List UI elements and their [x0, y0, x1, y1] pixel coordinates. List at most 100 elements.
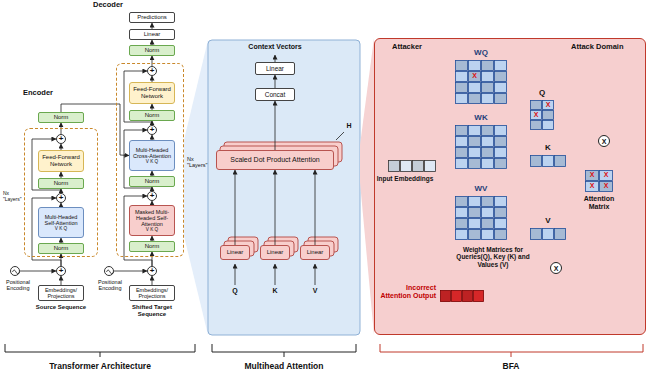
layer-group: + Feed-Forward NetworkNorm + Multi-Headed C… — [116, 63, 184, 257]
matrix-cells — [585, 170, 613, 192]
add-circle: + — [147, 191, 157, 201]
process-box: Linear — [220, 245, 250, 260]
text-label: Context Vectors — [235, 43, 315, 51]
matrix-cell — [469, 61, 481, 71]
matrix-cell — [469, 137, 481, 147]
norm-box: Norm — [129, 45, 175, 56]
connector-arrow — [235, 170, 236, 245]
matrix-cell — [456, 137, 468, 147]
matrix: WK — [455, 125, 507, 169]
matrix-cell — [456, 159, 468, 169]
matrix-cell — [389, 161, 400, 172]
matrix-cell — [531, 111, 542, 120]
node-heading: X — [542, 101, 554, 109]
matrix: V — [530, 228, 566, 240]
norm-box: Norm — [38, 243, 84, 254]
attention-box: Masked Multi-Headed Self-AttentionV K Q — [129, 205, 175, 236]
connector-arrow — [315, 170, 316, 245]
node-label: Masked Multi-Headed Self-Attention — [131, 209, 173, 227]
node-label: Linear — [266, 65, 284, 72]
node-label: X — [554, 265, 559, 272]
matrix-cell — [425, 161, 436, 172]
node-label: Linear — [144, 31, 161, 38]
matrix-cell — [474, 291, 484, 302]
input-arrow — [275, 264, 276, 285]
matrix-cell — [469, 126, 481, 136]
multihead-panel — [208, 40, 360, 335]
matrix-cell — [482, 219, 494, 229]
node-label: Norm — [145, 47, 160, 54]
node-label: Linear — [267, 249, 284, 256]
matrix-cell — [482, 72, 494, 82]
matrix-cell — [495, 208, 507, 218]
node-label: Feed-Forward Network — [131, 86, 173, 99]
node-heading: Positional Encoding — [3, 279, 33, 291]
text-label: Q — [229, 287, 241, 295]
matrix-cell — [469, 72, 481, 82]
matrix-cell — [555, 229, 566, 240]
matrix-cell — [482, 126, 494, 136]
node-label: Multi-Headed Cross-Attention — [131, 147, 173, 159]
add-circle: Positional Encoding — [10, 266, 20, 276]
matrix-cell — [600, 171, 613, 181]
add-circle: Positional Encoding — [104, 266, 114, 276]
matrix-cell — [586, 171, 599, 181]
node-label: Norm — [145, 112, 160, 119]
node-heading: Incorrect Attention Output — [378, 284, 436, 300]
bottom-brackets — [5, 344, 643, 357]
add-circle: + — [147, 266, 157, 276]
text-label: V — [309, 287, 321, 295]
node-heading: V — [530, 217, 566, 226]
node-heading: WV — [455, 185, 507, 194]
matrix-cell — [482, 197, 494, 207]
matrix-cells — [455, 125, 507, 169]
zoom-funnel — [184, 40, 208, 335]
matrix-cell — [482, 94, 494, 104]
input-arrow — [315, 264, 316, 285]
matrix-cell — [495, 83, 507, 93]
connector-arrow — [114, 271, 147, 272]
matrix-cell — [495, 94, 507, 104]
matrix-cell — [543, 156, 554, 167]
matrix-cell — [482, 83, 494, 93]
node-label: + — [150, 192, 155, 200]
node-label: Multi-Headed Self-Attention — [40, 214, 82, 226]
output-arrow — [275, 55, 276, 62]
node-label: Predictions — [137, 14, 167, 21]
matrix-cell — [469, 219, 481, 229]
node-heading: Q — [530, 89, 554, 98]
matrix-cell — [482, 137, 494, 147]
matrix-cell — [456, 94, 468, 104]
text-label: H — [344, 122, 354, 130]
node-heading: Nx "Layers" — [187, 156, 211, 168]
bracket — [212, 344, 356, 357]
matrix-cell — [495, 137, 507, 147]
node-label: + — [150, 126, 155, 134]
matrix-cell — [456, 230, 468, 240]
node-heading: X — [530, 111, 542, 119]
node-label: Linear — [307, 249, 324, 256]
node-label: Norm — [145, 243, 160, 250]
matrix-cell — [482, 230, 494, 240]
node-heading: X — [585, 171, 599, 179]
connector-arrow — [275, 101, 276, 150]
node-label: V K Q — [146, 227, 158, 232]
add-circle: + — [147, 66, 157, 76]
matrix-cell — [531, 229, 542, 240]
layer-group: +Feed-Forward NetworkNorm+Multi-Headed S… — [24, 128, 98, 257]
matrix-cell — [401, 161, 412, 172]
matrix-cell — [543, 121, 554, 130]
matrix-cell — [456, 148, 468, 158]
matrix-cell — [543, 111, 554, 120]
node-label: Embeddings/ Projections — [40, 287, 82, 299]
matrix-cell — [469, 148, 481, 158]
matrix-cell — [495, 72, 507, 82]
matrix-cell — [469, 94, 481, 104]
input-arrow — [235, 264, 236, 285]
matrix-cells — [455, 196, 507, 240]
matrix-cell — [456, 61, 468, 71]
matrix-cell — [482, 159, 494, 169]
text-label: Transformer Architecture — [20, 362, 180, 372]
matrix-cell — [469, 159, 481, 169]
matrix-cell — [543, 101, 554, 110]
